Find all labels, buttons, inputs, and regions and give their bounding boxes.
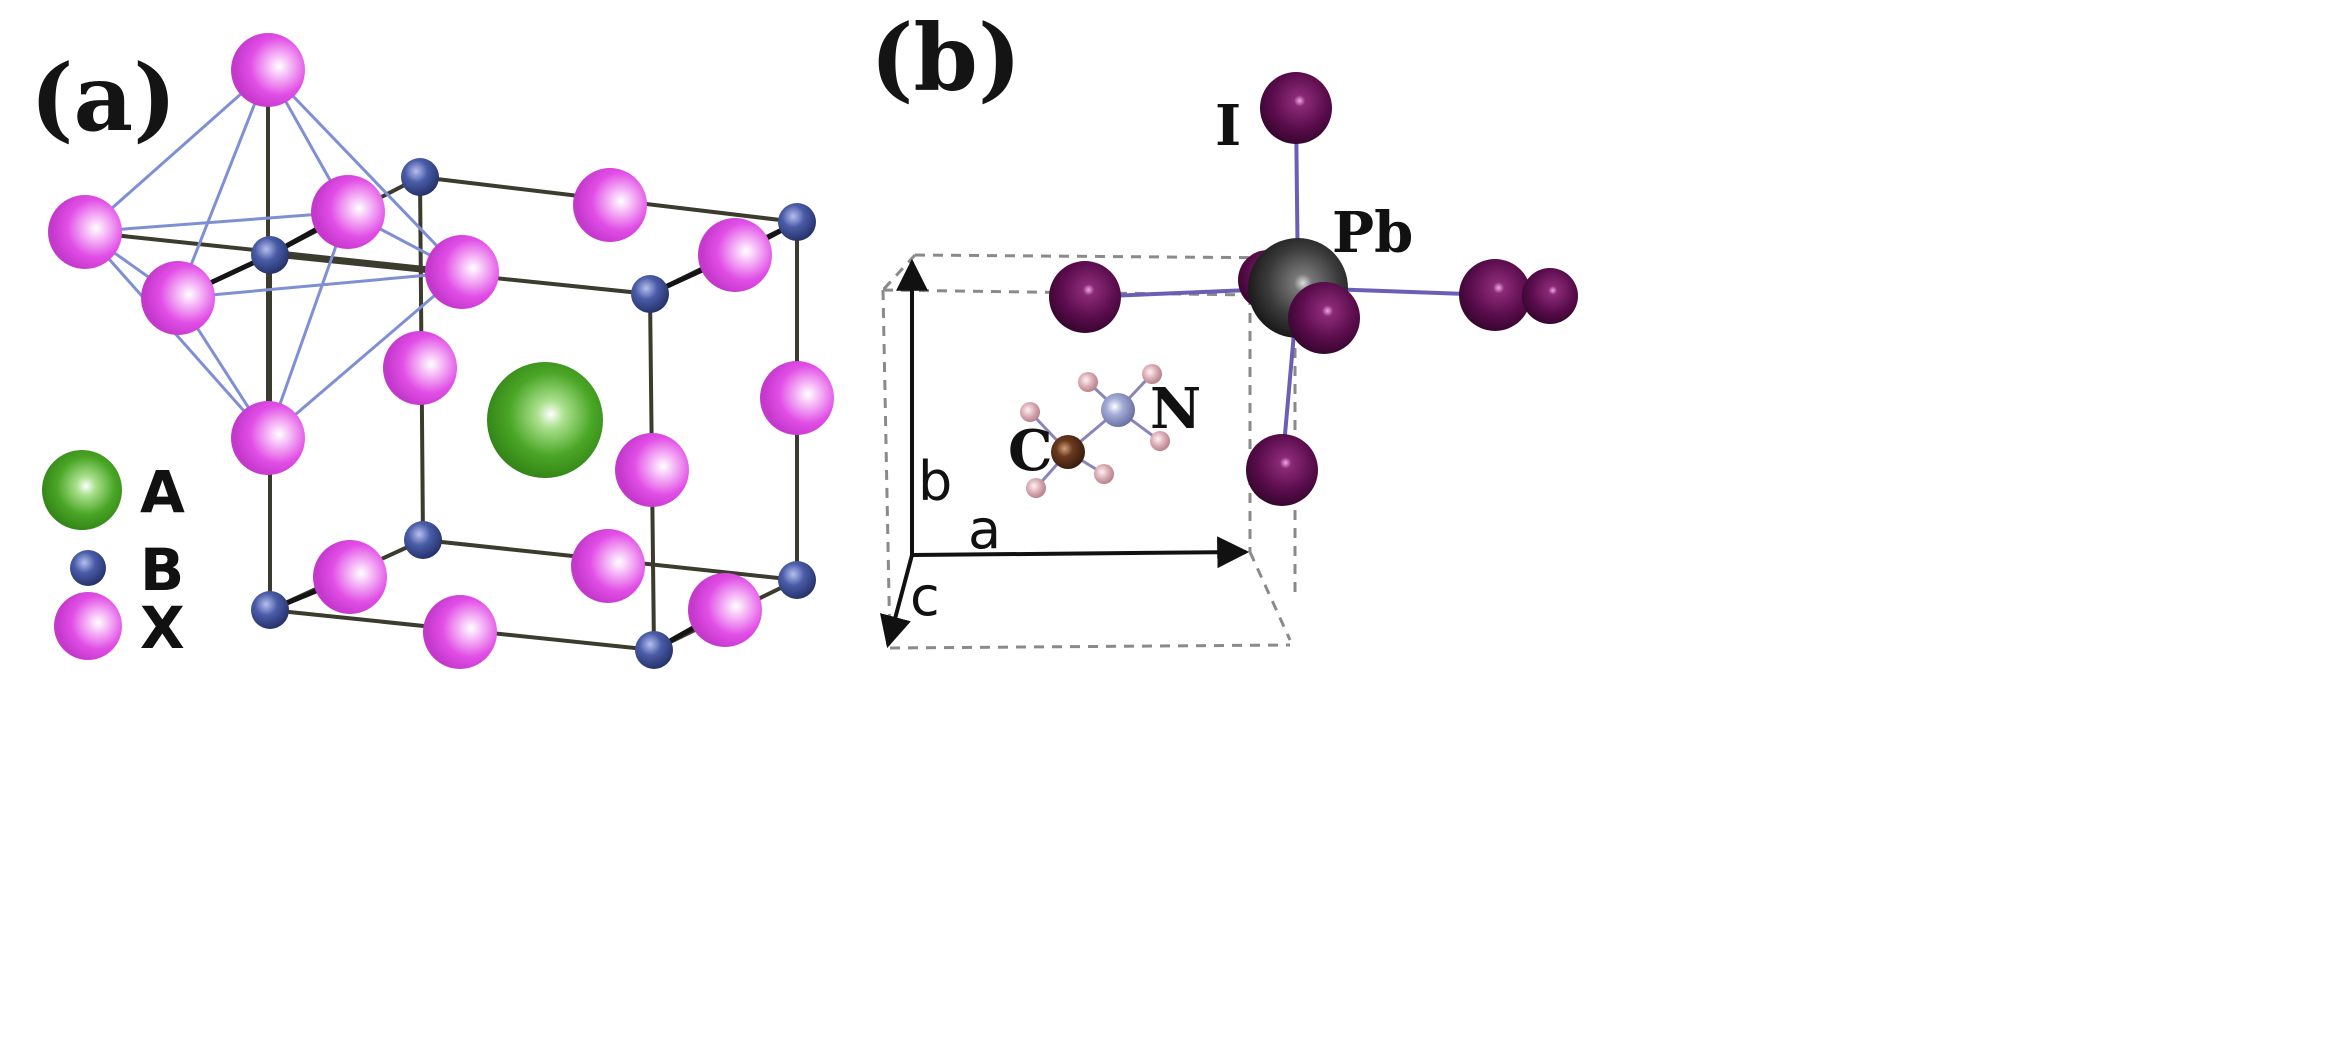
atom-x	[698, 218, 772, 292]
atom-x	[615, 433, 689, 507]
atom-iodine	[1049, 261, 1121, 333]
legend: A B X	[42, 450, 185, 662]
label-nitrogen: N	[1150, 376, 1201, 442]
axis-label-a: a	[968, 498, 1001, 561]
atom-b	[778, 203, 816, 241]
atom-iodine	[1288, 282, 1360, 354]
axis-label-c: c	[910, 565, 940, 628]
atom-iodine	[1459, 259, 1531, 331]
panel-a: (a)	[30, 33, 834, 669]
octahedron-edges	[83, 68, 464, 440]
atom-x	[571, 529, 645, 603]
label-iodine: I	[1215, 93, 1241, 159]
atom-b	[778, 561, 816, 599]
b-atoms	[251, 158, 816, 669]
atom-iodine	[1260, 72, 1332, 144]
atom-iodine	[1246, 434, 1318, 506]
atom-b	[401, 158, 439, 196]
atom-x	[313, 540, 387, 614]
atom-nitrogen	[1101, 393, 1135, 427]
atom-hydrogen	[1150, 431, 1170, 451]
atom-hydrogen	[1020, 402, 1040, 422]
atom-a-center	[487, 362, 603, 478]
legend-swatch-a	[42, 450, 122, 530]
lattice-axes	[879, 258, 1250, 649]
label-carbon: C	[1008, 418, 1053, 484]
panel-b: (b) b a c	[870, 4, 1578, 650]
atom-b	[251, 236, 289, 274]
legend-label-x: X	[140, 594, 185, 662]
atom-x	[688, 573, 762, 647]
atom-b	[404, 521, 442, 559]
atom-hydrogen	[1026, 478, 1046, 498]
x-atoms	[48, 33, 834, 669]
atom-b	[631, 275, 669, 313]
atom-x	[760, 361, 834, 435]
atom-hydrogen	[1142, 364, 1162, 384]
legend-swatch-x	[54, 592, 122, 660]
atom-x	[423, 595, 497, 669]
label-lead: Pb	[1332, 200, 1413, 266]
legend-swatch-b	[70, 550, 106, 586]
atom-b	[251, 591, 289, 629]
legend-label-a: A	[140, 458, 185, 526]
axis-label-b: b	[918, 450, 952, 513]
atom-x	[573, 168, 647, 242]
atom-x	[141, 261, 215, 335]
atom-x	[311, 175, 385, 249]
atom-iodine-partial	[1522, 268, 1578, 324]
atom-x	[425, 235, 499, 309]
atom-hydrogen	[1094, 464, 1114, 484]
atom-x	[383, 331, 457, 405]
atom-x	[231, 33, 305, 107]
legend-label-b: B	[140, 536, 184, 604]
atom-b	[635, 631, 673, 669]
atom-x	[48, 195, 122, 269]
atom-carbon	[1051, 435, 1085, 469]
atom-x	[231, 401, 305, 475]
panel-b-label: (b)	[870, 4, 1021, 112]
methylammonium-molecule	[1020, 364, 1170, 498]
panel-a-label: (a)	[30, 44, 177, 152]
atom-hydrogen	[1078, 372, 1098, 392]
